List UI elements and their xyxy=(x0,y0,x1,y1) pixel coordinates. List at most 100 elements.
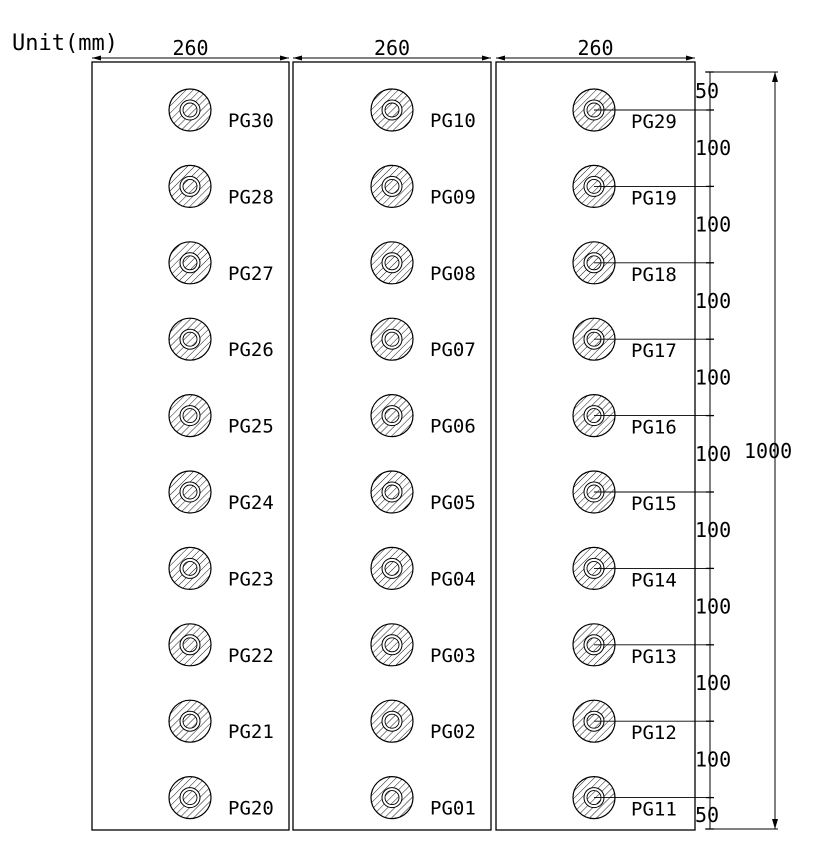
spacing-label: 100 xyxy=(695,365,731,389)
gauge-label: PG22 xyxy=(228,645,274,667)
gauge-core-circle xyxy=(182,102,198,118)
gauge-label: PG30 xyxy=(228,110,274,132)
gauge: PG01 xyxy=(370,775,476,820)
gauge-core-circle xyxy=(384,102,400,118)
gauge: PG04 xyxy=(370,546,476,590)
gauge: PG23 xyxy=(168,546,274,590)
gauge: PG18 xyxy=(572,241,710,286)
gauge: PG10 xyxy=(370,88,476,132)
gauge: PG25 xyxy=(168,394,274,438)
gauge: PG24 xyxy=(168,470,274,514)
gauge: PG14 xyxy=(572,546,710,591)
spacing-label: 100 xyxy=(695,289,731,313)
gauge: PG19 xyxy=(572,164,710,209)
top-dimensions: 260 260 260 xyxy=(92,36,695,61)
gauge-label: PG14 xyxy=(631,569,677,591)
gauge-label: PG28 xyxy=(228,186,274,208)
gauge-grid: PG30PG28PG27PG26PG25PG24PG23PG22PG21PG20… xyxy=(168,88,710,821)
gauge-label: PG12 xyxy=(631,722,677,744)
spacing-label: 50 xyxy=(695,79,719,103)
width-dimension-arrow xyxy=(686,55,695,61)
gauge-core-circle xyxy=(182,637,198,653)
gauge: PG16 xyxy=(572,394,710,439)
gauge-core-circle xyxy=(182,713,198,729)
gauge-label: PG05 xyxy=(430,492,476,514)
gauge-label: PG04 xyxy=(430,568,476,590)
gauge-label: PG07 xyxy=(430,339,476,361)
gauge: PG28 xyxy=(168,164,274,208)
gauge: PG07 xyxy=(370,317,476,361)
total-height-arrow-bottom xyxy=(772,819,778,829)
gauge-label: PG03 xyxy=(430,645,476,667)
gauge: PG02 xyxy=(370,699,476,743)
spacing-label: 100 xyxy=(695,595,731,619)
gauge: PG21 xyxy=(168,699,274,743)
gauge-label: PG26 xyxy=(228,339,274,361)
gauge-label: PG08 xyxy=(430,263,476,285)
gauge-label: PG19 xyxy=(631,187,677,209)
total-height-label: 1000 xyxy=(744,439,792,463)
gauge-label: PG27 xyxy=(228,263,274,285)
gauge: PG03 xyxy=(370,623,476,667)
gauge: PG12 xyxy=(572,699,710,744)
unit-label: Unit(mm) xyxy=(12,31,118,56)
width-dimension: 260 xyxy=(496,36,695,61)
width-dimension-arrow xyxy=(482,55,491,61)
gauge-label: PG29 xyxy=(631,111,677,133)
gauge-label: PG21 xyxy=(228,721,274,743)
gauge-core-circle xyxy=(384,331,400,347)
total-height-arrow-top xyxy=(772,72,778,82)
gauge-core-circle xyxy=(182,178,198,194)
width-dimension: 260 xyxy=(92,36,289,61)
gauge-label: PG06 xyxy=(430,416,476,438)
gauge: PG30 xyxy=(168,88,274,132)
panel-1-frame xyxy=(91,61,290,831)
gauge: PG27 xyxy=(168,241,274,285)
gauge: PG13 xyxy=(572,623,710,668)
spacing-label: 100 xyxy=(695,213,731,237)
gauge-core-circle xyxy=(384,255,400,271)
gauge-label: PG17 xyxy=(631,340,677,362)
gauge-core-circle xyxy=(384,178,400,194)
spacing-label: 100 xyxy=(695,442,731,466)
gauge-core-circle xyxy=(182,560,198,576)
width-dimension-arrow xyxy=(280,55,289,61)
spacing-label: 100 xyxy=(695,136,731,160)
width-dimension-arrow xyxy=(496,55,505,61)
gauge-label: PG24 xyxy=(228,492,274,514)
gauge: PG20 xyxy=(168,775,274,820)
gauge: PG17 xyxy=(572,317,710,362)
gauge-core-circle xyxy=(182,790,198,806)
gauge-label: PG13 xyxy=(631,646,677,668)
gauge-core-circle xyxy=(384,560,400,576)
gauge-core-circle xyxy=(182,408,198,424)
gauge-label: PG09 xyxy=(430,186,476,208)
gauge-core-circle xyxy=(384,790,400,806)
gauge-core-circle xyxy=(182,484,198,500)
gauge-label: PG20 xyxy=(228,798,274,820)
gauge: PG06 xyxy=(370,394,476,438)
gauge-label: PG16 xyxy=(631,417,677,439)
gauge: PG22 xyxy=(168,623,274,667)
gauge-label: PG18 xyxy=(631,264,677,286)
gauge-label: PG11 xyxy=(631,799,677,821)
gauge-core-circle xyxy=(182,331,198,347)
spacing-label: 100 xyxy=(695,518,731,542)
width-dimension: 260 xyxy=(293,36,491,61)
gauge: PG26 xyxy=(168,317,274,361)
gauge-core-circle xyxy=(384,408,400,424)
gauge: PG15 xyxy=(572,470,710,515)
gauge: PG08 xyxy=(370,241,476,285)
width-dimension-arrow xyxy=(293,55,302,61)
width-dimension-arrow xyxy=(92,55,101,61)
spacing-label: 100 xyxy=(695,671,731,695)
gauge: PG11 xyxy=(572,775,710,821)
panel-2-frame xyxy=(292,61,492,831)
gauge: PG09 xyxy=(370,164,476,208)
gauge-label: PG15 xyxy=(631,493,677,515)
gauge-label: PG10 xyxy=(430,110,476,132)
width-dimension-label: 260 xyxy=(374,36,410,60)
gauge-label: PG02 xyxy=(430,721,476,743)
